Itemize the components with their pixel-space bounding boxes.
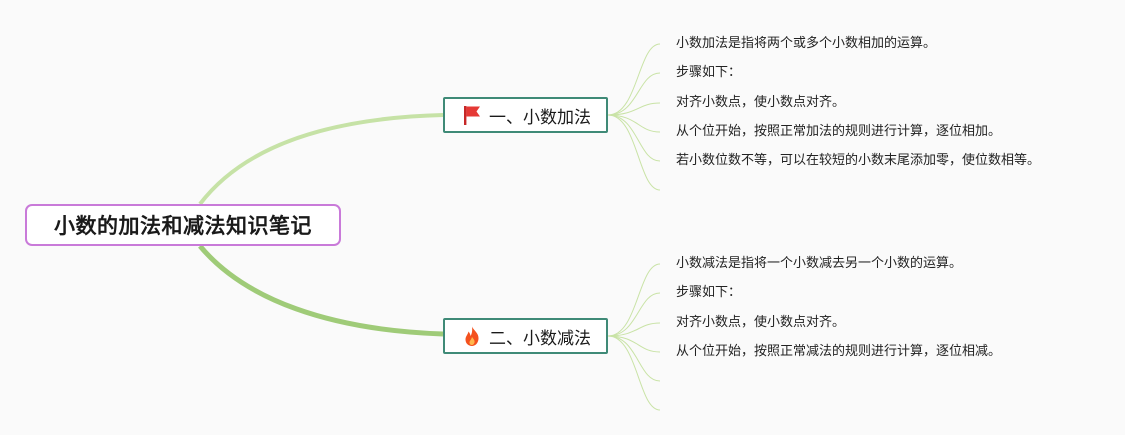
- leaf-connector-line: [607, 43, 661, 116]
- root-topic-label: 小数的加法和减法知识笔记: [54, 214, 312, 238]
- leaf-connector-line: [607, 335, 661, 411]
- leaf-connector-line: [607, 292, 661, 337]
- leaf-connector-line: [607, 335, 661, 382]
- branch-addition[interactable]: 一、小数加法: [443, 97, 608, 133]
- leaf-subtraction-4[interactable]: 从个位开始，按照正常减法的规则进行计算，逐位相减。: [676, 344, 1002, 359]
- leaf-addition-1[interactable]: 小数加法是指将两个或多个小数相加的运算。: [676, 36, 937, 51]
- leaf-addition-3[interactable]: 对齐小数点，使小数点对齐。: [676, 95, 846, 110]
- leaf-connector-line: [607, 335, 661, 353]
- leaf-connector-line: [607, 114, 661, 162]
- red-flag-icon: [461, 104, 483, 126]
- leaf-connector-line: [607, 114, 661, 191]
- leaf-addition-2[interactable]: 步骤如下：: [676, 65, 742, 80]
- connector-root-to-subtraction: [198, 244, 444, 337]
- branch-subtraction[interactable]: 二、小数减法: [443, 318, 608, 354]
- leaf-connectors-addition: [607, 43, 661, 191]
- branch-addition-label: 一、小数加法: [489, 107, 591, 128]
- leaf-subtraction-1[interactable]: 小数减法是指将一个小数减去另一个小数的运算。: [676, 256, 963, 271]
- leaf-connector-line: [607, 322, 661, 337]
- leaf-connector-line: [607, 114, 661, 133]
- leaf-addition-5[interactable]: 若小数位数不等，可以在较短的小数末尾添加零，使位数相等。: [676, 153, 1041, 168]
- leaf-connector-line: [607, 102, 661, 116]
- root-topic[interactable]: 小数的加法和减法知识笔记: [25, 204, 341, 246]
- leaf-subtraction-3[interactable]: 对齐小数点，使小数点对齐。: [676, 315, 846, 330]
- branch-subtraction-label: 二、小数减法: [489, 328, 591, 349]
- leaf-connectors-subtraction: [607, 263, 661, 411]
- leaf-subtraction-2[interactable]: 步骤如下：: [676, 285, 742, 300]
- leaf-addition-4[interactable]: 从个位开始，按照正常加法的规则进行计算，逐位相加。: [676, 124, 1002, 139]
- leaf-connector-line: [607, 263, 661, 337]
- fire-icon: [461, 325, 483, 347]
- leaf-connector-line: [607, 72, 661, 116]
- connector-root-to-addition: [198, 113, 444, 206]
